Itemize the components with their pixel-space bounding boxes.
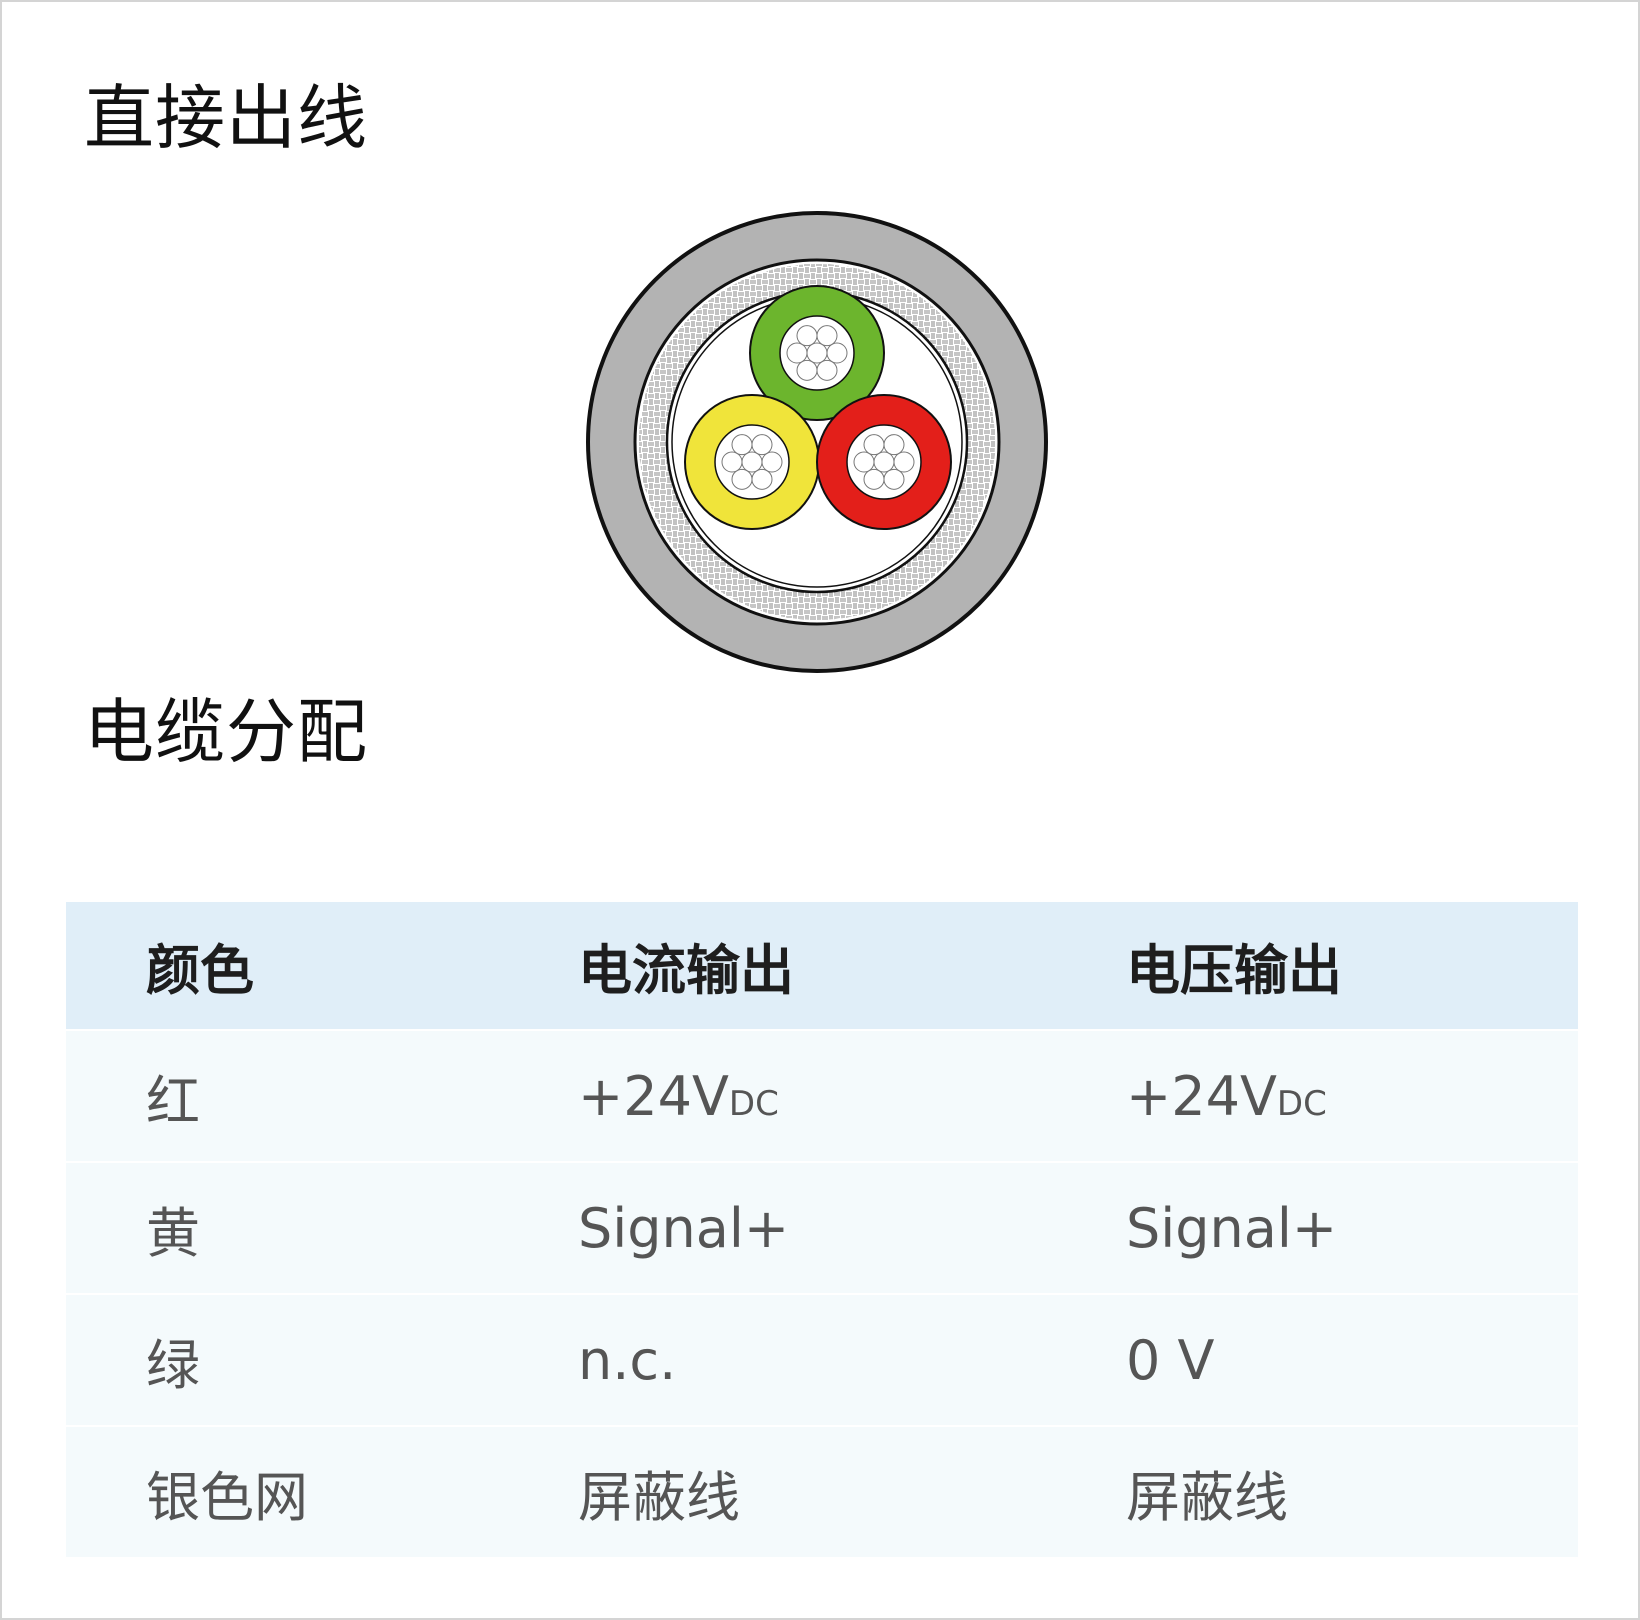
table-header-row: 颜色 电流输出 电压输出 bbox=[66, 902, 1578, 1029]
cell-color: 绿 bbox=[146, 1333, 200, 1397]
wire-yellow bbox=[684, 394, 820, 530]
cell-color: 红 bbox=[146, 1069, 200, 1133]
heading-direct-wiring: 直接出线 bbox=[84, 77, 368, 159]
cell-voltage-output: +24VDC bbox=[1126, 1064, 1327, 1128]
table-row: 绿 n.c. 0 V bbox=[66, 1295, 1578, 1425]
cell-voltage-output: 屏蔽线 bbox=[1126, 1465, 1288, 1529]
heading-cable-assignment: 电缆分配 bbox=[84, 691, 368, 773]
header-current-output: 电流输出 bbox=[578, 939, 794, 1002]
cell-voltage-output: Signal+ bbox=[1126, 1196, 1338, 1260]
wire-green bbox=[749, 285, 885, 421]
cell-color: 银色网 bbox=[146, 1465, 308, 1529]
cell-current-output: 屏蔽线 bbox=[578, 1465, 740, 1529]
header-voltage-output: 电压输出 bbox=[1126, 939, 1342, 1002]
cell-current-output: Signal+ bbox=[578, 1196, 790, 1260]
cell-voltage-output: 0 V bbox=[1126, 1328, 1215, 1392]
cell-current-output: n.c. bbox=[578, 1328, 677, 1392]
header-color: 颜色 bbox=[146, 939, 254, 1002]
wire-red bbox=[816, 394, 952, 530]
table-row: 银色网 屏蔽线 屏蔽线 bbox=[66, 1427, 1578, 1557]
cell-current-output: +24VDC bbox=[578, 1064, 779, 1128]
table-row: 黄 Signal+ Signal+ bbox=[66, 1163, 1578, 1293]
cell-color: 黄 bbox=[146, 1201, 200, 1265]
cable-assignment-table: 颜色 电流输出 电压输出 红 +24VDC +24VDC 黄 Signal+ S… bbox=[66, 902, 1578, 1559]
table-row: 红 +24VDC +24VDC bbox=[66, 1031, 1578, 1161]
cable-cross-section-diagram bbox=[586, 211, 1048, 673]
